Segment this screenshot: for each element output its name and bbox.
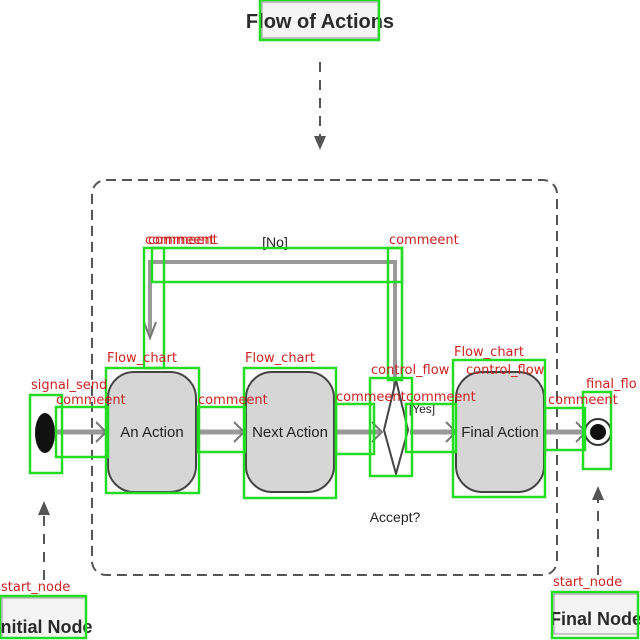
- annotation-box-control-flow: [368, 376, 414, 478]
- guard-no: [No]: [262, 234, 288, 250]
- annotation-label: final_flo: [586, 377, 637, 392]
- initial-node-label: Initial Node: [0, 617, 93, 637]
- initial-node: [35, 413, 55, 453]
- annotation-label: commeent: [389, 233, 459, 248]
- annotation-box-start-node: [0, 594, 88, 640]
- annotation-label: control_flow: [466, 363, 545, 378]
- annotation-label: start_node: [553, 575, 622, 590]
- activity-frame: [91, 179, 558, 576]
- flow-loop-back: [148, 260, 397, 398]
- decision-node: [382, 379, 410, 478]
- annotation-label: commeent: [145, 233, 215, 248]
- annotation-box-comment: [150, 246, 404, 284]
- diagram-title: Flow of Actions: [246, 11, 394, 33]
- annotation-label: commeent: [336, 390, 406, 405]
- final-node-label-box: [553, 593, 639, 635]
- annotation-box-title: [258, 0, 381, 42]
- annotation-box-final-flow: [581, 390, 613, 471]
- final-node-label: Final Node: [550, 609, 640, 629]
- action-label: Next Action: [252, 424, 328, 441]
- annotation-box-comment: [54, 405, 110, 459]
- annotation-label: Flow_chart: [245, 351, 315, 366]
- annotation-label: start_node: [1, 580, 70, 595]
- initial-node-label-box: [1, 597, 87, 639]
- action-label: Final Action: [461, 424, 539, 441]
- decision-label: Accept?: [370, 509, 421, 525]
- annotation-box-signal-send: [28, 393, 64, 475]
- annotation-label: commeent: [56, 393, 126, 408]
- title-box: [261, 1, 379, 39]
- annotation-label: control_flow: [371, 363, 450, 378]
- annotation-label: commeent: [198, 393, 268, 408]
- annotation-box-comment: [334, 402, 376, 456]
- annotation-box-start-node: [550, 590, 640, 640]
- action-label: An Action: [120, 424, 183, 441]
- annotation-label: Flow_chart: [454, 345, 524, 360]
- annotation-box-comment: [386, 246, 404, 382]
- annotation-label: commeent: [406, 390, 476, 405]
- title-pointer-head: [314, 136, 326, 150]
- final-node-core: [590, 424, 606, 440]
- annotation-labels: signal_send commeent Flow_chart commeent…: [1, 233, 637, 595]
- annotation-box-comment: [543, 406, 587, 452]
- annotation-label: commeent: [548, 393, 618, 408]
- annotation-box-comment: [404, 402, 458, 454]
- annotation-box-comment: [142, 246, 166, 370]
- guard-yes: [Yes]: [409, 402, 435, 416]
- annotation-label: commeent: [148, 233, 218, 248]
- annotation-label: Flow_chart: [107, 351, 177, 366]
- annotation-label: signal_send: [31, 378, 107, 393]
